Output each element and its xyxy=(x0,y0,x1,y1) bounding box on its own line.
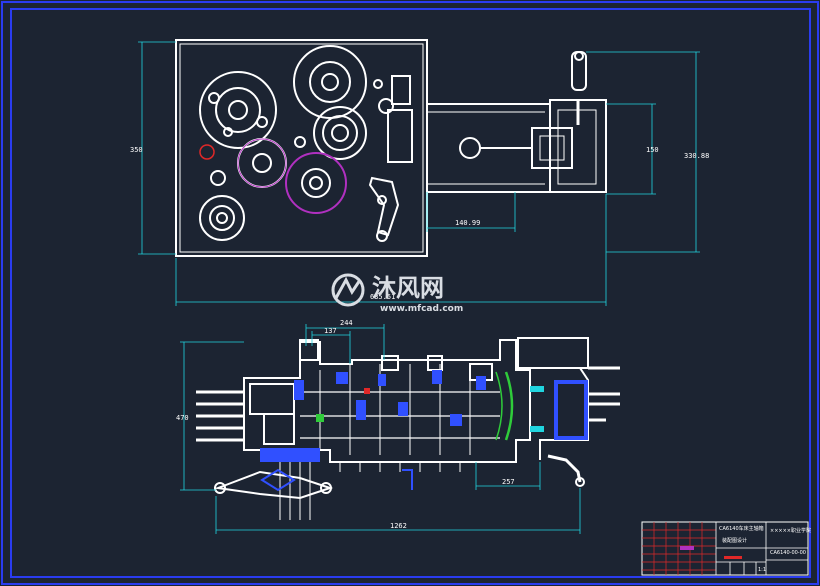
dim-upper-height-left: 350 xyxy=(130,146,143,154)
title-block-scale: 1:1 xyxy=(758,567,766,573)
lower-colored-sections xyxy=(260,370,588,492)
title-block-title: CA6140车床主轴箱 xyxy=(719,525,764,532)
upper-view xyxy=(175,39,607,257)
lever-arm xyxy=(368,176,400,237)
dim-upper-height-outer: 330.88 xyxy=(684,152,709,160)
dim-upper-width-mid: 140.99 xyxy=(455,219,480,227)
watermark-cn: 沐风网 xyxy=(372,274,444,302)
lower-dimensions xyxy=(180,324,581,534)
dim-lower-width-right: 257 xyxy=(502,478,515,486)
gear-magenta xyxy=(285,152,347,214)
title-block-company: ×××××职业学院 xyxy=(770,527,811,534)
shaft-end-circle xyxy=(459,137,481,159)
dim-lower-width-b: 137 xyxy=(324,327,337,335)
gear-top-left xyxy=(199,71,277,149)
dim-upper-width-bottom: 635.51 xyxy=(370,293,395,301)
control-handle xyxy=(571,51,587,91)
right-end-housing xyxy=(517,337,589,369)
gear-lower-left xyxy=(199,195,245,241)
gear-top-center xyxy=(293,45,367,119)
watermark: 沐风网 www.mfcad.com xyxy=(331,273,463,314)
lower-left-bracket xyxy=(214,470,334,500)
watermark-url: www.mfcad.com xyxy=(380,304,463,314)
title-block-subtitle: 装配图设计 xyxy=(722,537,747,544)
title-block-drawing-no: CA6140-00-00 xyxy=(770,550,806,556)
upper-dimensions xyxy=(138,41,700,306)
lower-view xyxy=(196,337,620,520)
dim-lower-height-left: 470 xyxy=(176,414,189,422)
gear-center-right xyxy=(313,106,367,160)
red-marker xyxy=(199,144,215,160)
housing-inner-border xyxy=(179,43,424,253)
lower-right-crank xyxy=(547,454,582,483)
headstock-housing xyxy=(175,39,428,257)
title-block: CA6140车床主轴箱 装配图设计 ×××××职业学院 CA6140-00-00… xyxy=(641,521,811,576)
dim-lower-width-a: 244 xyxy=(340,319,353,327)
inner-frame xyxy=(10,8,811,578)
dim-lower-width-total: 1262 xyxy=(390,522,407,530)
watermark-logo-icon xyxy=(331,273,365,307)
dim-upper-height-inner: 150 xyxy=(646,146,659,154)
lower-housing-outline xyxy=(243,339,531,463)
